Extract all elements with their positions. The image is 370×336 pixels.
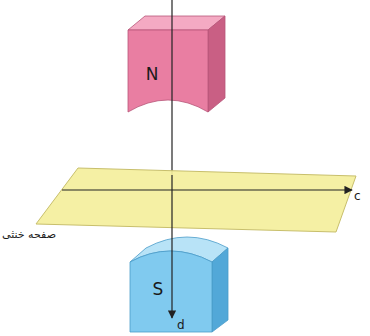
magnet-pole: S bbox=[149, 277, 168, 301]
north-magnet bbox=[128, 16, 225, 112]
pole-letter: N bbox=[146, 64, 159, 84]
axis-label: d bbox=[177, 318, 185, 332]
magnet-pole: N bbox=[142, 62, 163, 86]
axis-line bbox=[171, 0, 172, 175]
axis-arrow bbox=[171, 175, 172, 318]
plane-label: صفحه خنثی bbox=[2, 228, 56, 241]
axis-arrow bbox=[62, 189, 352, 190]
pole-letter: S bbox=[153, 279, 164, 299]
south-magnet bbox=[130, 237, 228, 332]
axis-label: c bbox=[354, 189, 361, 203]
neutral-plane bbox=[36, 168, 356, 232]
